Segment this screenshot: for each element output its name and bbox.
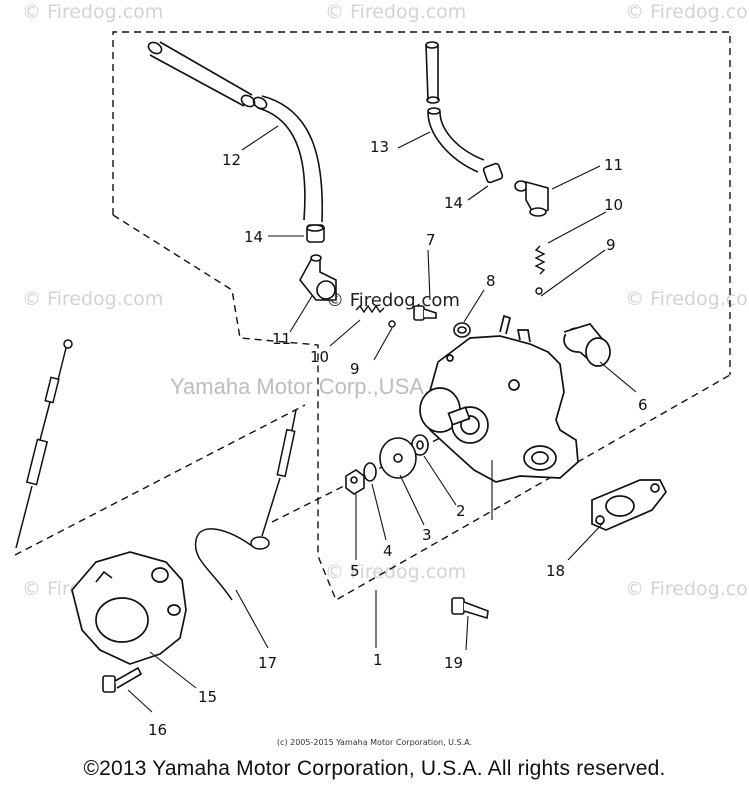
oil-pump-body xyxy=(419,314,579,483)
callout-16: 16 xyxy=(148,721,167,739)
bolts xyxy=(102,305,489,693)
callout-5: 5 xyxy=(350,562,360,580)
callout-3: 3 xyxy=(422,526,432,544)
watermark-text: © Firedog.com xyxy=(22,288,163,310)
gasket-18 xyxy=(591,479,667,531)
callout-9: 9 xyxy=(350,360,360,378)
watermark-text: © Firedog.com xyxy=(22,1,163,23)
callout-11: 11 xyxy=(604,156,623,174)
pump-washers xyxy=(345,434,429,495)
callout-6: 6 xyxy=(638,396,648,414)
callout-18: 18 xyxy=(546,562,565,580)
hose-clamps xyxy=(306,162,528,243)
callout-9: 9 xyxy=(606,236,616,254)
watermark-text-center: © Firedog.com xyxy=(326,290,460,311)
watermark-text: © Firedog.com xyxy=(325,561,466,583)
callout-13: 13 xyxy=(370,138,389,156)
cables xyxy=(15,339,297,601)
small-copyright-notice: (c) 2005-2015 Yamaha Motor Corporation, … xyxy=(276,738,473,747)
watermark-layer: © Firedog.com © Firedog.com © Firedog.co… xyxy=(22,1,749,600)
callout-2: 2 xyxy=(456,502,466,520)
callout-8: 8 xyxy=(486,272,496,290)
callout-10: 10 xyxy=(310,348,329,366)
callout-14: 14 xyxy=(444,194,463,212)
watermark-text: © Firedog.com xyxy=(625,578,749,600)
seal-6 xyxy=(563,323,611,368)
o-ring xyxy=(453,322,471,338)
callout-4: 4 xyxy=(383,542,393,560)
callout-11: 11 xyxy=(272,330,291,348)
callout-10: 10 xyxy=(604,196,623,214)
elbow-fittings xyxy=(299,180,549,301)
callout-14: 14 xyxy=(244,228,263,246)
copyright-notice: ©2013 Yamaha Motor Corporation, U.S.A. A… xyxy=(83,757,666,780)
callout-19: 19 xyxy=(444,654,463,672)
callout-15: 15 xyxy=(198,688,217,706)
callout-7: 7 xyxy=(426,231,436,249)
check-balls xyxy=(388,287,543,328)
watermark-text: © Firedog.com xyxy=(625,1,749,23)
hoses xyxy=(147,41,485,223)
check-springs xyxy=(355,245,546,314)
watermark-text: © Firedog.com xyxy=(625,288,749,310)
callout-1: 1 xyxy=(373,651,383,669)
leader-lines xyxy=(127,125,637,713)
pump-cover-15 xyxy=(71,551,187,665)
callout-12: 12 xyxy=(222,151,241,169)
callout-17: 17 xyxy=(258,654,277,672)
callout-labels: 1 2 3 4 5 6 7 8 9 9 10 10 11 11 12 13 14… xyxy=(148,138,648,739)
watermark-text: © Firedog.com xyxy=(325,1,466,23)
watermark-brand: Yamaha Motor Corp.,USA. xyxy=(170,374,430,399)
